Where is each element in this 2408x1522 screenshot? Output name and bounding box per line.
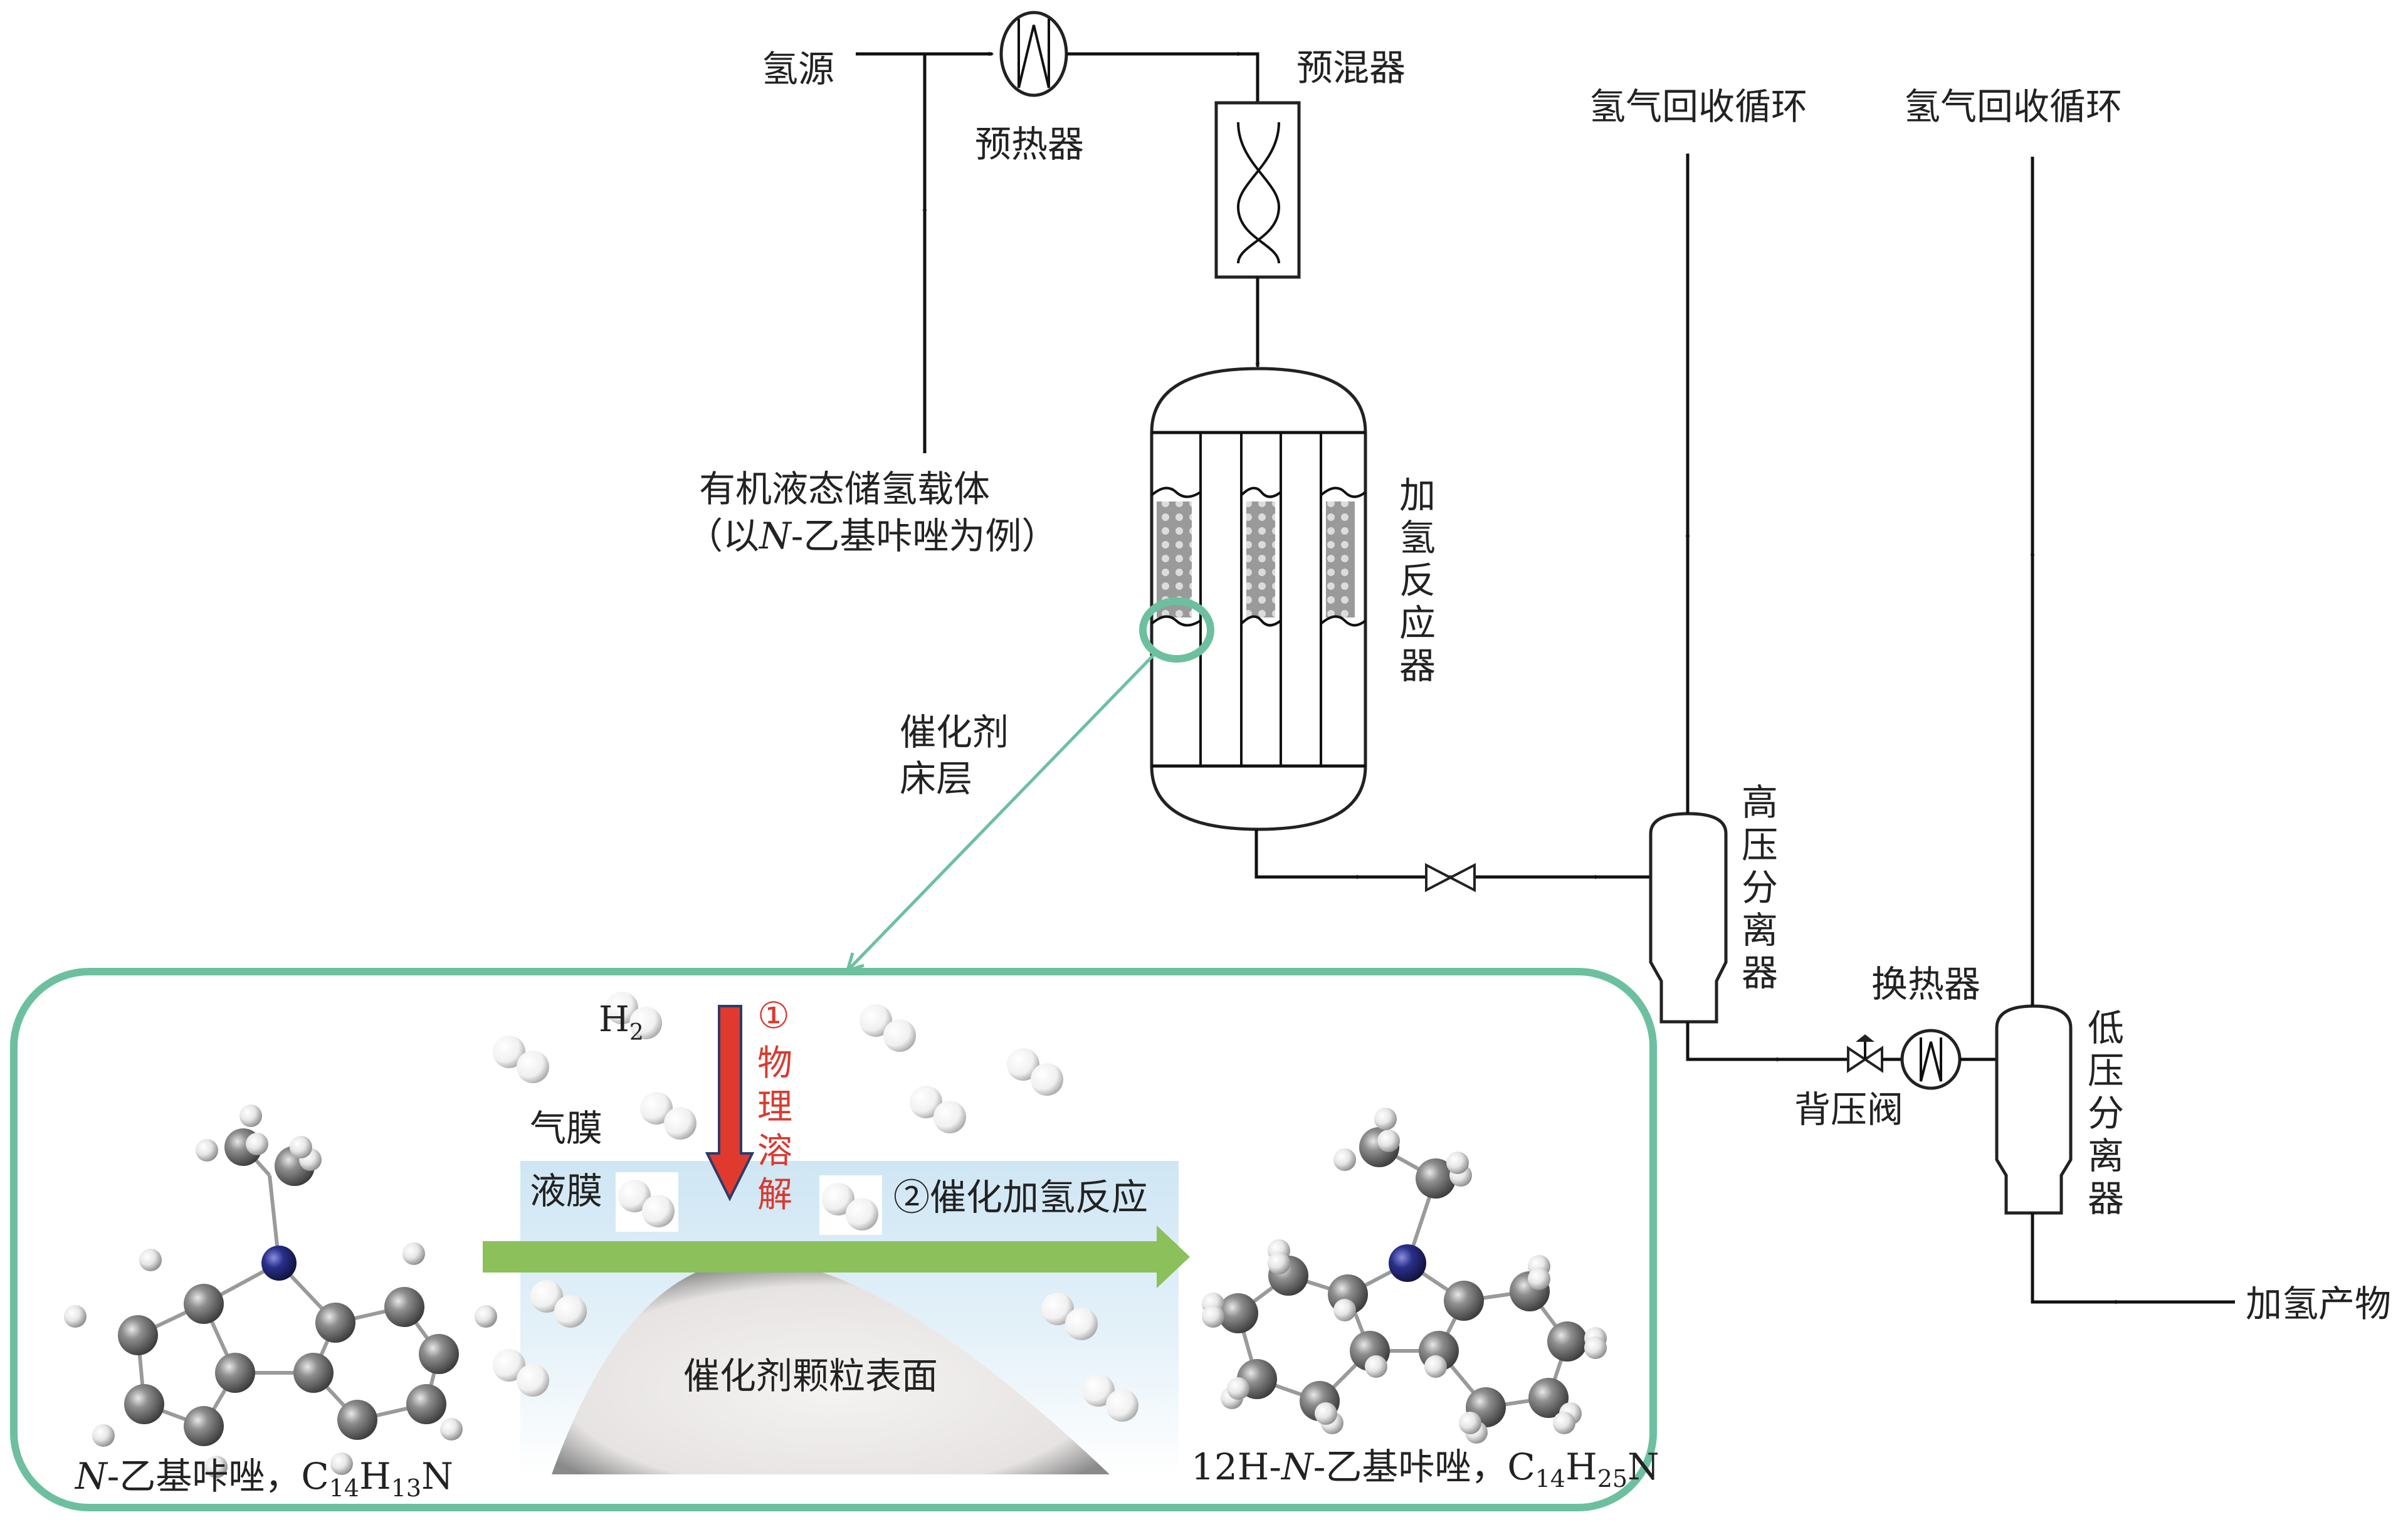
reactor-char: 反 [1399, 559, 1436, 602]
preheater-icon [999, 11, 1068, 97]
lp-sep-char: 分 [2088, 1092, 2124, 1135]
reaction-arrow [483, 1225, 1190, 1288]
hp-sep-char: 离 [1742, 909, 1778, 952]
heat-exchanger-label: 换热器 [1871, 963, 1980, 1005]
step1-number: ① [757, 994, 790, 1037]
step1-label: ① 物 理 溶 解 [757, 994, 792, 1215]
preheater-out-line [1066, 52, 1259, 103]
preheater-label: 预热器 [975, 123, 1084, 165]
h2-recycle-label-2: 氢气回收循环 [1904, 85, 2122, 128]
liquid-film-label: 液膜 [530, 1170, 602, 1212]
catalyst-bed-label-1: 催化剂 [900, 711, 1009, 753]
reactor-char: 器 [1399, 644, 1436, 687]
product-molecule [1202, 1108, 1607, 1444]
lp-separator [1995, 1004, 2073, 1215]
hp-sep-char: 分 [1742, 866, 1778, 909]
reactor-char: 氢 [1399, 517, 1436, 559]
reactor-char: 应 [1399, 602, 1436, 644]
hp-sep-char: 器 [1742, 952, 1778, 994]
premixer-label: 预混器 [1296, 46, 1406, 89]
step1-char: 理 [757, 1087, 792, 1128]
reactor-label: 加 氢 反 应 器 [1399, 474, 1436, 687]
back-pressure-valve-icon [1847, 1034, 1883, 1073]
hp-separator-label: 高 压 分 离 器 [1742, 781, 1778, 994]
step1-char: 解 [757, 1175, 792, 1215]
lp-sep-char: 器 [2088, 1177, 2124, 1220]
lp-sep-char: 离 [2088, 1135, 2124, 1177]
magnify-pointer [848, 654, 1155, 970]
magnify-circle [1139, 597, 1214, 663]
reactant-label: N-乙基咔唑，C14H13N [74, 1455, 453, 1502]
hp-separator [1649, 812, 1728, 1024]
gas-film-label: 气膜 [530, 1107, 602, 1150]
hydrogen-source-label: 氢源 [762, 48, 834, 90]
product-label: 加氢产物 [2246, 1283, 2391, 1325]
carrier-label-2: （以N-乙基咔唑为例） [686, 515, 1058, 557]
step1-char: 溶 [757, 1131, 792, 1172]
reactor-char: 加 [1399, 474, 1436, 517]
process-flow: 氢源 预热器 预混器 [686, 11, 2391, 1325]
hp-sep-char: 压 [1742, 824, 1778, 866]
product-molecule-label: 12H-N-乙基咔唑，C14H25N [1191, 1446, 1659, 1493]
step2-label: ②催化加氢反应 [893, 1176, 1148, 1219]
hp-outlet-line [1686, 1022, 1856, 1061]
reactant-molecule [64, 1105, 497, 1478]
h2-recycle-label-1: 氢气回收循环 [1589, 85, 1807, 128]
catalyst-particle [552, 1259, 1110, 1474]
catalyst-bed-3 [1326, 501, 1355, 617]
carrier-label-1: 有机液态储氢载体 [699, 468, 990, 510]
lp-separator-label: 低 压 分 离 器 [2088, 1007, 2124, 1220]
valve-icon [1425, 863, 1476, 893]
hp-sep-char: 高 [1742, 781, 1778, 824]
catalyst-bed-label-2: 床层 [900, 757, 972, 800]
catalyst-bed-2 [1246, 501, 1275, 617]
product-line [2031, 1213, 2235, 1304]
lp-sep-char: 压 [2088, 1049, 2124, 1092]
reaction-inset: H2 气膜 液膜 ① 物 理 溶 解 ②催化加氢反应 催化剂颗粒表面 [10, 968, 1659, 1511]
heat-exchanger-icon [1900, 1029, 1962, 1090]
reactor-outlet-line [1254, 829, 1649, 879]
premixer-icon [1214, 101, 1301, 279]
step1-char: 物 [757, 1043, 792, 1084]
lp-sep-char: 低 [2088, 1007, 2124, 1049]
hydrogenation-reactor [1150, 367, 1367, 831]
catalyst-surface-label: 催化剂颗粒表面 [683, 1355, 938, 1397]
back-pressure-valve-label: 背压阀 [1794, 1088, 1903, 1131]
dissolution-arrow [705, 1005, 755, 1202]
h2-label: H2 [599, 999, 644, 1046]
